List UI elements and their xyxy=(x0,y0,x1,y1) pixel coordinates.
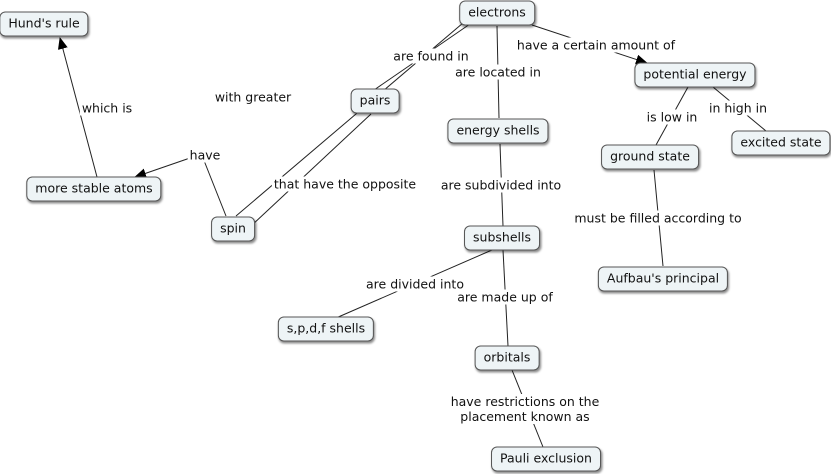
link-is-low-in: is low in xyxy=(644,109,700,125)
link-are-located-in: are located in xyxy=(453,64,543,80)
node-pairs[interactable]: pairs xyxy=(350,88,400,114)
link-are-subdivided-into: are subdivided into xyxy=(438,177,564,193)
link-with-greater: with greater xyxy=(212,89,294,105)
node-ground-state[interactable]: ground state xyxy=(601,144,699,170)
node-orbitals[interactable]: orbitals xyxy=(474,345,540,371)
link-have-restrictions-line2: placement known as xyxy=(460,409,590,424)
node-energy-shells[interactable]: energy shells xyxy=(447,118,549,144)
edge-more-stable-hunds xyxy=(57,37,98,178)
edge-spin-have xyxy=(202,157,227,217)
node-excited-state[interactable]: excited state xyxy=(731,130,831,156)
link-have-restrictions: have restrictions on the placement known… xyxy=(448,394,602,424)
node-electrons[interactable]: electrons xyxy=(459,0,535,26)
edge-pairs-spin xyxy=(250,113,372,227)
link-must-be-filled: must be filled according to xyxy=(572,210,744,226)
node-pauli-exclusion[interactable]: Pauli exclusion xyxy=(491,446,601,472)
node-subshells[interactable]: subshells xyxy=(464,225,540,251)
node-potential-energy[interactable]: potential energy xyxy=(634,62,756,88)
edge-have-more-stable xyxy=(134,157,191,179)
link-in-high-in: in high in xyxy=(707,100,769,116)
link-which-is: which is xyxy=(79,100,135,116)
link-are-divided-into: are divided into xyxy=(364,276,466,292)
node-spin[interactable]: spin xyxy=(211,216,255,242)
node-spdf-shells[interactable]: s,p,d,f shells xyxy=(277,316,375,342)
link-are-found-in: are found in xyxy=(391,48,471,64)
link-have-certain-amount: have a certain amount of xyxy=(514,37,678,53)
link-are-made-up-of: are made up of xyxy=(455,289,555,305)
node-aufbau[interactable]: Aufbau's principal xyxy=(597,266,729,292)
link-that-have-opposite: that have the opposite xyxy=(271,176,419,192)
node-hunds-rule[interactable]: Hund's rule xyxy=(0,11,89,37)
node-more-stable-atoms[interactable]: more stable atoms xyxy=(26,176,162,202)
link-have-restrictions-line1: have restrictions on the xyxy=(450,394,600,409)
link-have: have xyxy=(187,147,223,163)
